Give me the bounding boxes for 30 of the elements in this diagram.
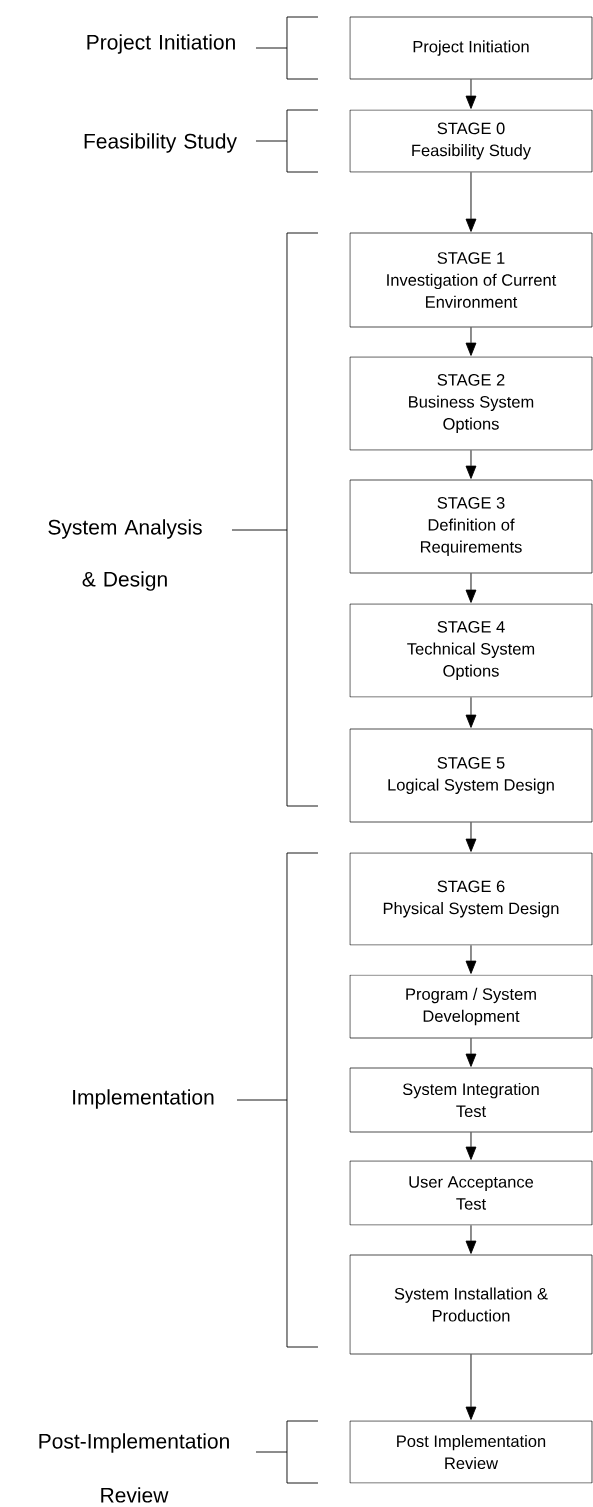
arrow [465, 821, 477, 852]
arrow [465, 1353, 477, 1420]
arrow [465, 171, 477, 232]
process-box: User Acceptance Test [349, 1160, 593, 1226]
arrow [465, 1037, 477, 1067]
stage-label: Project Initiation [87, 34, 235, 54]
arrow [465, 326, 477, 356]
process-box: STAGE 5 Logical System Design [349, 728, 593, 823]
arrow [465, 449, 477, 479]
process-box: STAGE 2 Business System Options [349, 356, 593, 451]
arrow [465, 572, 477, 603]
stage-label: Implementation [73, 1089, 214, 1109]
process-box: Post Implementation Review [349, 1420, 593, 1484]
arrow [465, 78, 477, 109]
arrow [465, 1224, 477, 1254]
process-box: STAGE 4 Technical System Options [349, 603, 593, 698]
process-box: System Integration Test [349, 1067, 593, 1133]
process-box: STAGE 1 Investigation of Current Environment [349, 232, 593, 328]
arrow [465, 944, 477, 974]
process-box: Project Initiation [349, 16, 593, 80]
process-box: Program / System Development [349, 974, 593, 1039]
arrow [465, 1131, 477, 1160]
stage-label: System Analysis & Design [48, 519, 202, 591]
stage-label: Feasibility Study [84, 133, 237, 153]
arrow [465, 696, 477, 728]
process-box: STAGE 0 Feasibility Study [349, 109, 593, 173]
process-box: STAGE 3 Definition of Requirements [349, 479, 593, 574]
process-box: System Installation & Production [349, 1254, 593, 1355]
process-box: STAGE 6 Physical System Design [349, 852, 593, 946]
stage-label: Post-Implementation Review [39, 1433, 229, 1503]
